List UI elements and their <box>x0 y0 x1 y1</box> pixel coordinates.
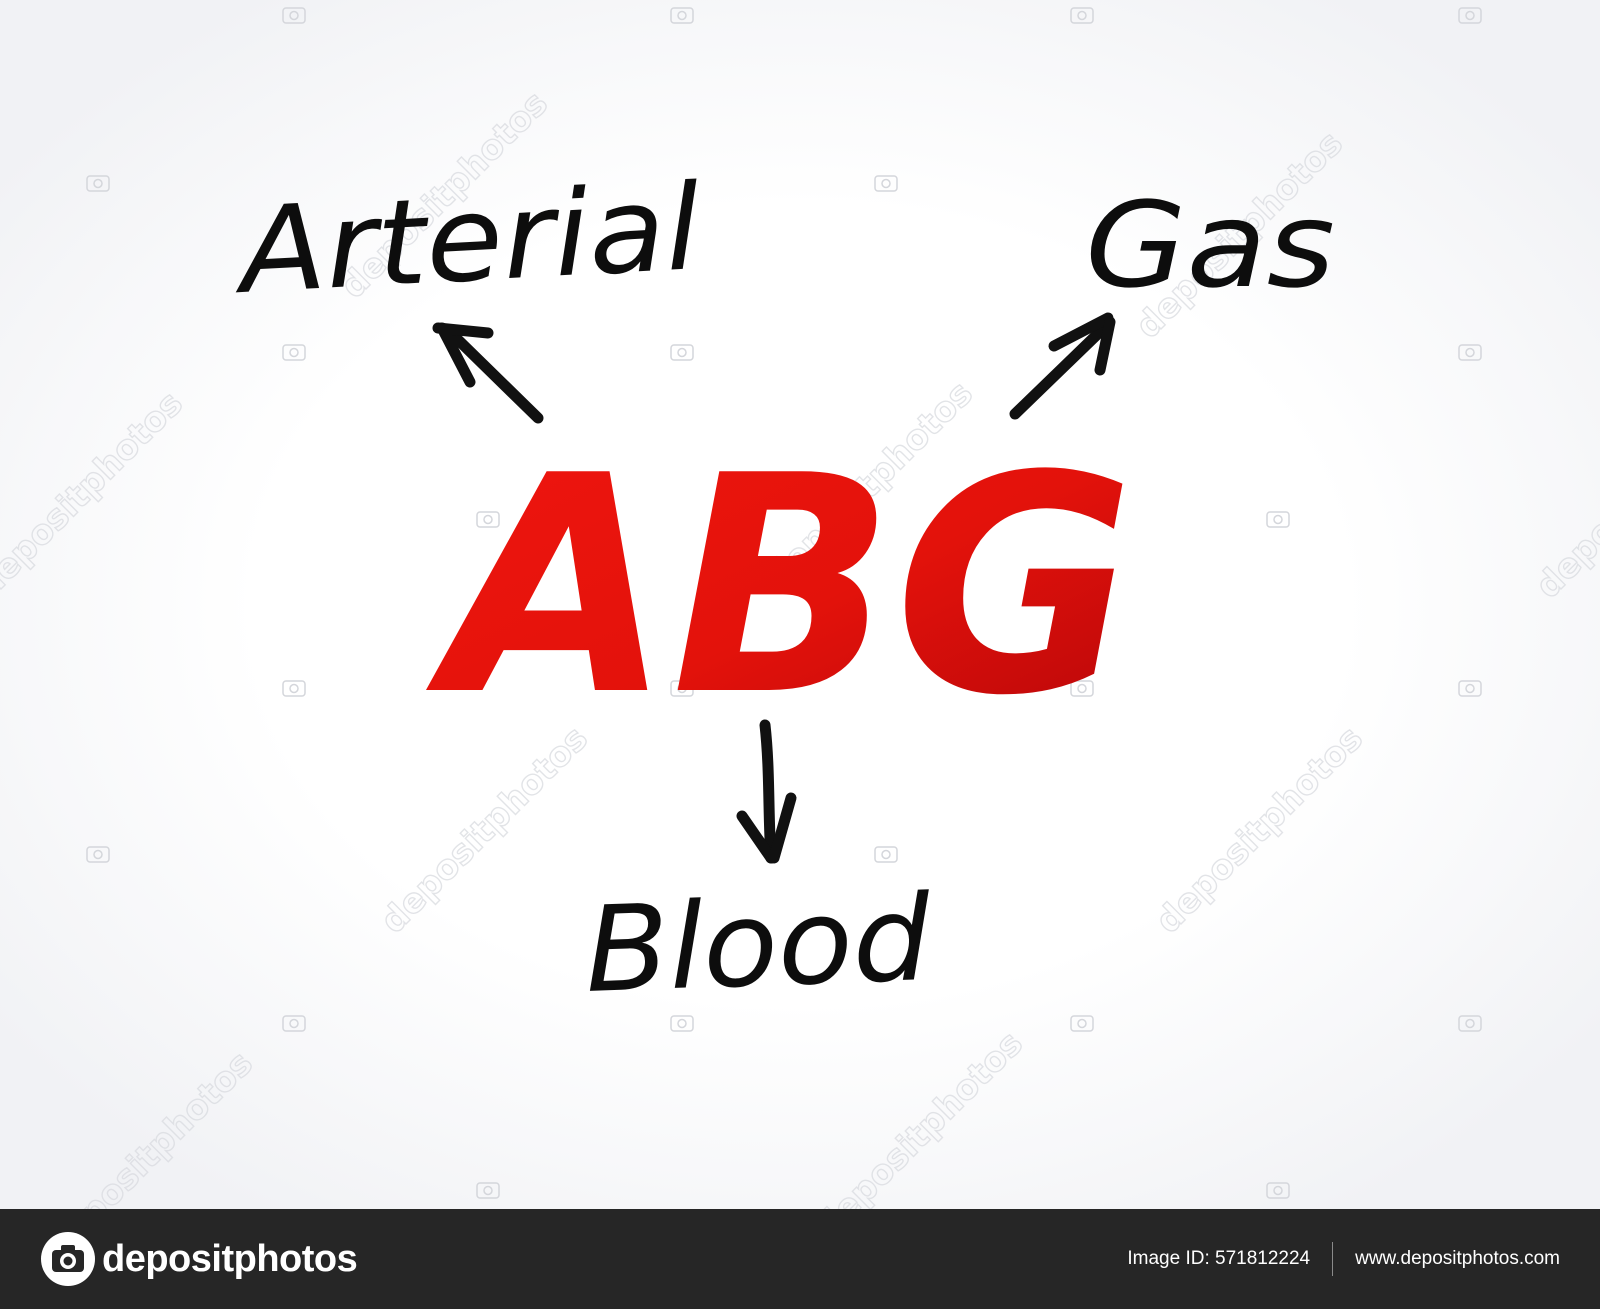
brand[interactable]: depositphotos <box>40 1231 358 1287</box>
diagram-svg: depositphotos depositphotos depositphoto… <box>0 7 1600 1209</box>
word-arterial: Arterial <box>229 158 703 320</box>
camera-icon <box>41 1232 95 1286</box>
website-link[interactable]: www.depositphotos.com <box>1355 1248 1560 1269</box>
image-id: Image ID: 571812224 <box>1127 1248 1311 1269</box>
watermark-text: depositphotos <box>1528 384 1600 607</box>
watermark-camera-icon <box>86 7 1482 1199</box>
footer-bar: depositphotos Image ID: 571812224 www.de… <box>0 1209 1600 1309</box>
brand-name: depositphotos <box>102 1237 358 1280</box>
word-gas: Gas <box>1085 176 1335 314</box>
watermark-text: depositphotos <box>1148 719 1371 942</box>
watermark-text: depositphotos <box>808 1024 1031 1209</box>
footer-divider <box>1332 1242 1334 1276</box>
word-blood: Blood <box>583 869 934 1019</box>
arrow-to-arterial <box>432 322 544 424</box>
footer-meta: Image ID: 571812224 www.depositphotos.co… <box>1127 1209 1560 1309</box>
arrow-to-gas <box>1009 312 1116 420</box>
watermark-text: depositphotos <box>38 1044 261 1209</box>
diagram-canvas: depositphotos depositphotos depositphoto… <box>0 0 1600 1209</box>
watermark-text: depositphotos <box>0 384 191 607</box>
arrow-to-blood <box>736 719 797 864</box>
center-label-abg: ABG <box>422 412 1135 761</box>
